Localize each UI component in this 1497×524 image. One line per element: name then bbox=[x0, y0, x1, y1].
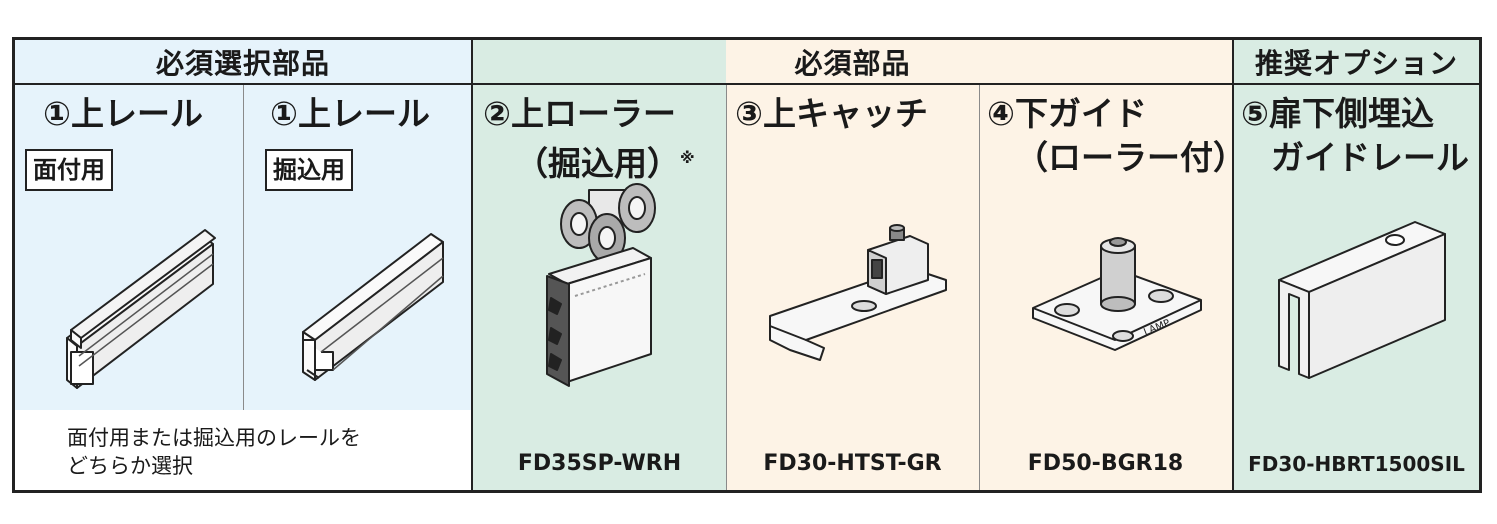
upper-roller-image bbox=[546, 183, 656, 387]
part-4-title: ④下ガイド bbox=[987, 94, 1147, 133]
part-5-title: ⑤扉下側埋込 bbox=[1241, 94, 1434, 133]
part-5-subtitle: ガイドレール bbox=[1271, 138, 1469, 177]
part-4-code: FD50-BGR18 bbox=[1027, 451, 1184, 476]
part-3-code: FD30-HTST-GR bbox=[763, 451, 942, 476]
rail-note-line1: 面付用または掘込用のレールを bbox=[67, 426, 361, 450]
part-2-code: FD35SP-WRH bbox=[517, 451, 682, 476]
upper-catch-image bbox=[769, 224, 947, 361]
recessed-rail-image bbox=[302, 233, 444, 381]
part-1b-title: ①上レール bbox=[270, 94, 430, 133]
divider-group2 bbox=[1232, 40, 1234, 490]
header-recommended-option: 推奨オプション bbox=[1234, 40, 1479, 85]
part-1a-tag: 面付用 bbox=[25, 149, 113, 191]
header-required-choice: 必須選択部品 bbox=[15, 40, 471, 85]
part-2-sub: （掘込用） bbox=[515, 144, 680, 183]
part-1a-title: ①上レール bbox=[43, 94, 203, 133]
part-1b-tag: 掘込用 bbox=[265, 149, 353, 191]
surface-rail-image bbox=[66, 229, 216, 389]
part-4-subtitle: （ローラー付） bbox=[1015, 138, 1246, 177]
divider-group1 bbox=[471, 40, 473, 490]
rail-note-background bbox=[15, 410, 471, 490]
part-2-note-mark: ※ bbox=[680, 149, 695, 167]
part-2-title: ②上ローラー bbox=[483, 94, 676, 133]
floor-guide-rail-image bbox=[1278, 221, 1446, 379]
parts-table: 必須選択部品 必須部品 推奨オプション ①上レール 面付用 ①上レール 掘込用 bbox=[12, 37, 1482, 493]
divider-rails bbox=[243, 85, 244, 410]
lower-guide-image: LAMP bbox=[1032, 237, 1202, 351]
rail-selection-note: 面付用または掘込用のレールを どちらか選択 bbox=[67, 424, 361, 480]
part-5-code: FD30-HBRT1500SIL bbox=[1248, 452, 1465, 476]
divider-roller bbox=[726, 85, 727, 490]
divider-catch bbox=[979, 85, 980, 490]
part-3-title: ③上キャッチ bbox=[735, 94, 928, 133]
part-2-subtitle: （掘込用）※ bbox=[515, 136, 695, 186]
header-required-parts: 必須部品 bbox=[473, 40, 1232, 85]
rail-note-line2: どちらか選択 bbox=[67, 454, 193, 478]
